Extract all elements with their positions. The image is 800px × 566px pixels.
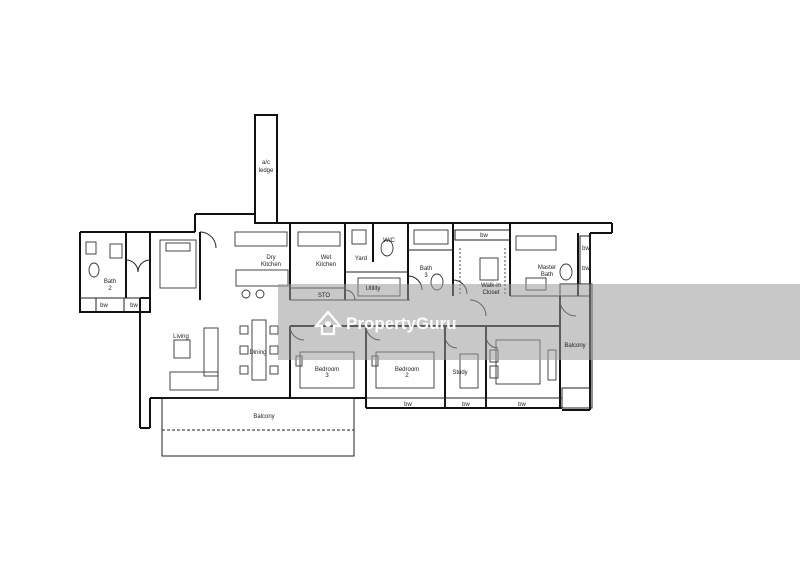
label-bw-5: bw [130,303,138,309]
label-bw-1: bw [480,233,488,239]
label-wc: W/C [383,238,395,244]
label-yard: Yard [355,256,367,262]
label-bedroom-2-2: 2 [405,373,409,379]
label-dry-kitchen-2: Kitchen [261,262,281,268]
label-balcony-right: Balcony [564,343,585,349]
kitchen-island [235,269,289,287]
label-dry-kitchen-1: Dry [266,255,275,261]
sofa-side [203,327,219,377]
label-ac-ledge-2: ledge [259,168,274,174]
label-walk-in-closet-2: Closet [482,290,499,296]
label-bw-6: bw [404,402,412,408]
ac-ledge-shaft [254,114,278,224]
label-master-bath-1: Master [538,265,556,271]
wet-kitchen-counter [297,231,341,247]
label-bw-2: bw [582,246,590,252]
label-ac-ledge-1: a/c [262,160,270,166]
wardrobe-strip [454,229,591,285]
room-labels: a/c ledge Bath 2 Dry Kitchen Wet Kitchen… [100,160,590,420]
label-master-bath-2: Bath [541,272,553,278]
label-bw-3: bw [582,266,590,272]
label-bath-3-2: 3 [424,273,428,279]
label-dining: Dining [249,350,266,356]
coffee-table [173,339,191,359]
furniture [85,229,573,391]
propertyguru-watermark: PropertyGuru [278,284,800,360]
label-living: Living [173,334,189,340]
dry-kitchen-counter [234,231,288,247]
label-balcony-main: Balcony [253,414,274,420]
label-utility: Utility [366,286,381,292]
label-bw-7: bw [462,402,470,408]
label-bath-left-num: 2 [108,286,112,292]
propertyguru-logo-icon [313,310,343,336]
label-bath-left: Bath [104,279,116,285]
label-sto: STO [318,293,331,299]
label-bw-8: bw [518,402,526,408]
sofa [169,371,219,391]
bathtub [515,235,557,251]
balcony-main-outline [161,397,355,457]
label-study: Study [452,370,467,376]
label-walk-in-closet-1: Walk-in [481,283,501,289]
label-bedroom-3-2: 3 [325,373,329,379]
label-wet-kitchen-2: Kitchen [316,262,336,268]
dining-table [251,319,267,381]
label-wet-kitchen-1: Wet [321,255,332,261]
label-bedroom-3-1: Bedroom [315,367,339,373]
label-bath-3-1: Bath [420,266,432,272]
watermark-brand: PropertyGuru [346,314,457,333]
bed-left [159,239,197,289]
label-bw-4: bw [100,303,108,309]
label-bedroom-2-1: Bedroom [395,367,419,373]
